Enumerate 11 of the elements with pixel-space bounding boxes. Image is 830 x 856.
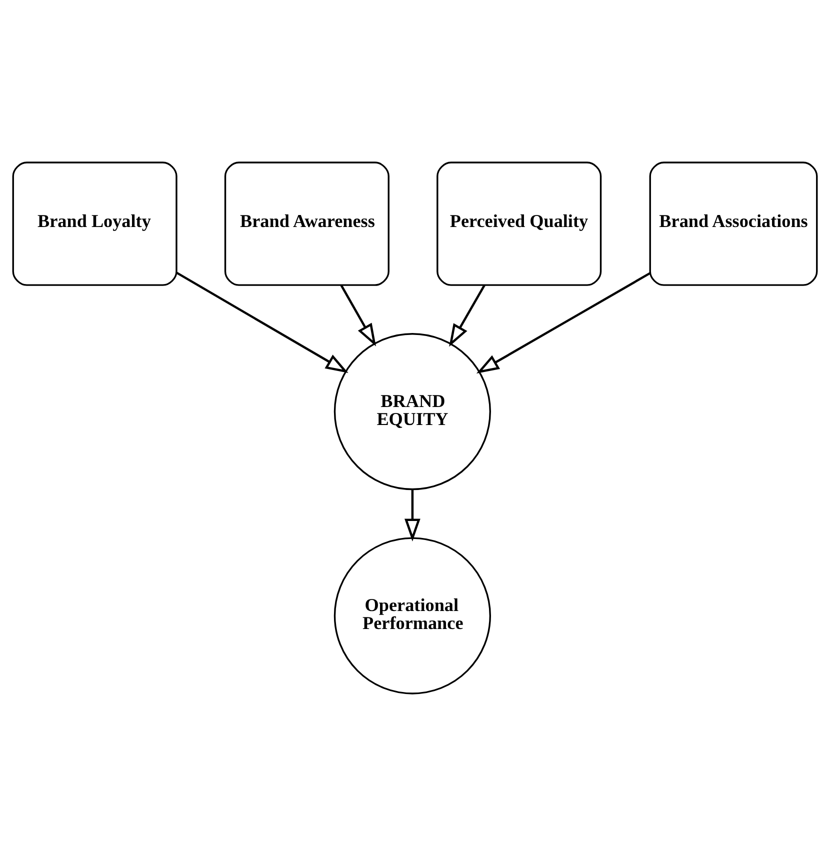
arrow — [176, 272, 348, 373]
node-box: Brand Awareness — [224, 162, 390, 286]
node-circle: Operational Performance — [334, 537, 492, 694]
arrow — [340, 284, 376, 346]
arrow — [404, 489, 420, 542]
node-box: Brand Associations — [649, 162, 818, 286]
node-box: Brand Loyalty — [12, 162, 178, 286]
arrow — [449, 284, 486, 347]
node-box: Perceived Quality — [436, 162, 602, 286]
node-circle: BRAND EQUITY — [334, 332, 492, 490]
arrow — [476, 272, 651, 374]
